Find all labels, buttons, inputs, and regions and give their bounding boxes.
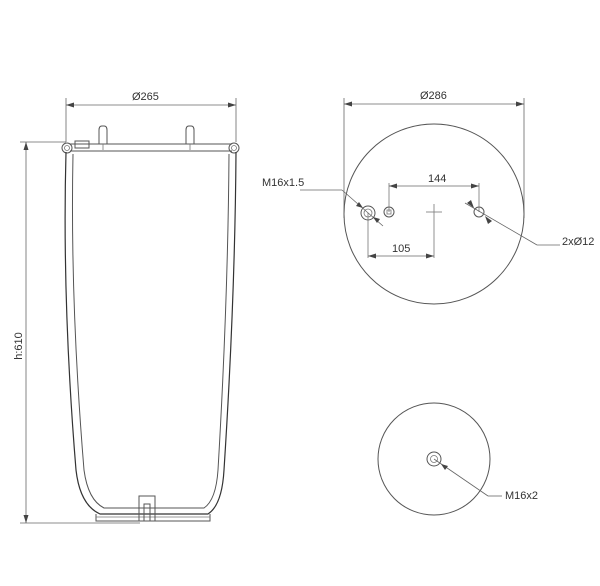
bottom-thread-leader: M16x2 — [433, 458, 538, 502]
holes-leader: 2xØ12 — [464, 200, 594, 248]
side-height-label: h:610 — [13, 332, 25, 360]
bellows-body — [64, 151, 237, 515]
side-diameter-label: Ø265 — [132, 91, 159, 103]
top-plate-view: Ø286 144 — [262, 90, 594, 305]
bottom-plate-outline — [377, 402, 491, 516]
top-plate-outline — [343, 123, 525, 305]
top-stud-right — [185, 125, 195, 150]
offset-dimension: 105 — [368, 243, 434, 259]
mounting-hole — [473, 183, 485, 218]
spacing-label: 144 — [428, 173, 446, 185]
holes-label: 2xØ12 — [562, 236, 594, 248]
plate-diameter-dimension: Ø286 — [343, 90, 525, 218]
air-port — [383, 183, 395, 218]
thread-leader: M16x1.5 — [262, 177, 384, 227]
spacing-dimension: 144 — [389, 173, 479, 189]
offset-label: 105 — [392, 243, 410, 255]
top-bead-plate — [61, 140, 240, 154]
side-diameter-dimension: Ø265 — [65, 91, 237, 142]
plate-diameter-label: Ø286 — [420, 90, 447, 102]
top-stud-left — [98, 125, 108, 150]
piston-base — [95, 495, 211, 522]
bottom-thread-label: M16x2 — [505, 490, 538, 502]
side-view: Ø265 h:610 — [13, 91, 240, 524]
bottom-threaded-hole — [426, 451, 442, 467]
thread-label: M16x1.5 — [262, 177, 304, 189]
bottom-plate-view: M16x2 — [377, 402, 538, 516]
side-height-dimension: h:610 — [13, 141, 140, 524]
plate-center-mark — [426, 204, 442, 258]
threaded-hole — [360, 205, 376, 258]
